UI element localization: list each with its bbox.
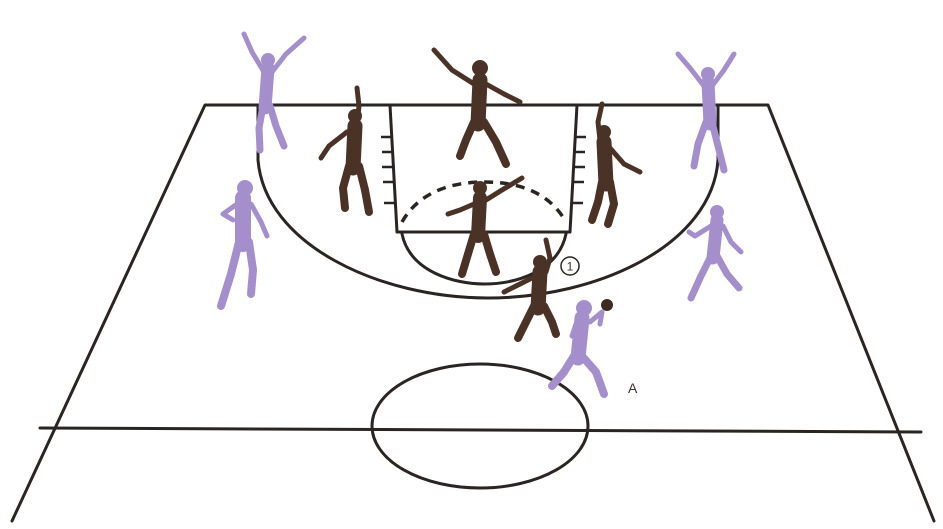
player-defense-left-block (321, 88, 369, 212)
basketball-icon (601, 299, 613, 311)
defense-players (321, 50, 640, 338)
player-defense-right-block (592, 104, 640, 224)
player-defense-top-of-key (434, 50, 520, 164)
player-offense-right-corner (678, 54, 734, 170)
half-court-line (40, 428, 921, 432)
player-defense-point (504, 240, 556, 338)
player-offense-left-wing (221, 180, 267, 306)
player-offense-right-wing (689, 205, 741, 298)
court-lines (12, 105, 934, 521)
player-offense-ball-handler (552, 300, 604, 394)
defender-number-label: 1 (567, 260, 574, 274)
court-boundary (12, 105, 934, 521)
player-defense-free-throw (448, 178, 522, 274)
player-offense-left-corner (244, 34, 304, 150)
ball-handler-label: A (628, 380, 638, 396)
